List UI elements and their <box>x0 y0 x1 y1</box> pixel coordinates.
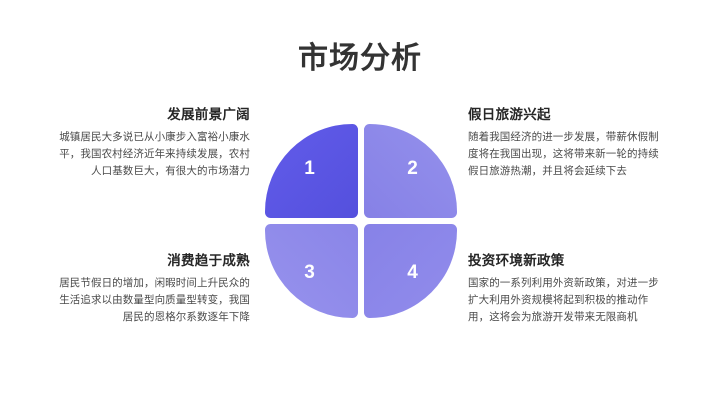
quadrant-segment-4-number: 4 <box>407 262 418 283</box>
quadrant-segment-2-number: 2 <box>407 158 418 179</box>
quadrant-segment-3[interactable]: 3 <box>265 224 358 318</box>
info-block-3: 消费趋于成熟 居民节假日的增加，闲暇时间上升民众的生活追求以由数量型向质量型转变… <box>50 252 250 326</box>
info-block-2: 假日旅游兴起 随着我国经济的进一步发展，带薪休假制度将在我国出现，这将带来新一轮… <box>468 106 668 180</box>
quadrant-segment-1[interactable]: 1 <box>265 124 358 218</box>
info-block-4-title: 投资环境新政策 <box>468 253 565 268</box>
page-title: 市场分析 <box>298 42 422 75</box>
info-block-4: 投资环境新政策 国家的一系列利用外资新政策，对进一步扩大利用外资规模将起到积极的… <box>468 252 668 326</box>
info-block-2-body: 随着我国经济的进一步发展，带薪休假制度将在我国出现，这将带来新一轮的持续假日旅游… <box>468 131 659 177</box>
info-block-3-title: 消费趋于成熟 <box>167 253 250 268</box>
info-block-1-title: 发展前景广阔 <box>167 107 250 122</box>
quadrant-segment-2[interactable]: 2 <box>364 124 457 218</box>
info-block-4-body: 国家的一系列利用外资新政策，对进一步扩大利用外资规模将起到积极的推动作用，这将会… <box>468 277 659 323</box>
quadrant-segment-3-number: 3 <box>304 262 315 283</box>
info-block-3-body: 居民节假日的增加，闲暇时间上升民众的生活追求以由数量型向质量型转变，我国居民的恩… <box>59 277 250 323</box>
quadrant-circle-diagram: 1 2 3 4 <box>265 124 457 318</box>
quadrant-segment-4[interactable]: 4 <box>364 224 457 318</box>
info-block-1: 发展前景广阔 城镇居民大多说已从小康步入富裕小康水平，我国农村经济近年来持续发展… <box>50 106 250 180</box>
info-block-1-body: 城镇居民大多说已从小康步入富裕小康水平，我国农村经济近年来持续发展，农村人口基数… <box>59 131 250 177</box>
info-block-2-title: 假日旅游兴起 <box>468 107 551 122</box>
quadrant-segment-1-number: 1 <box>304 158 315 179</box>
